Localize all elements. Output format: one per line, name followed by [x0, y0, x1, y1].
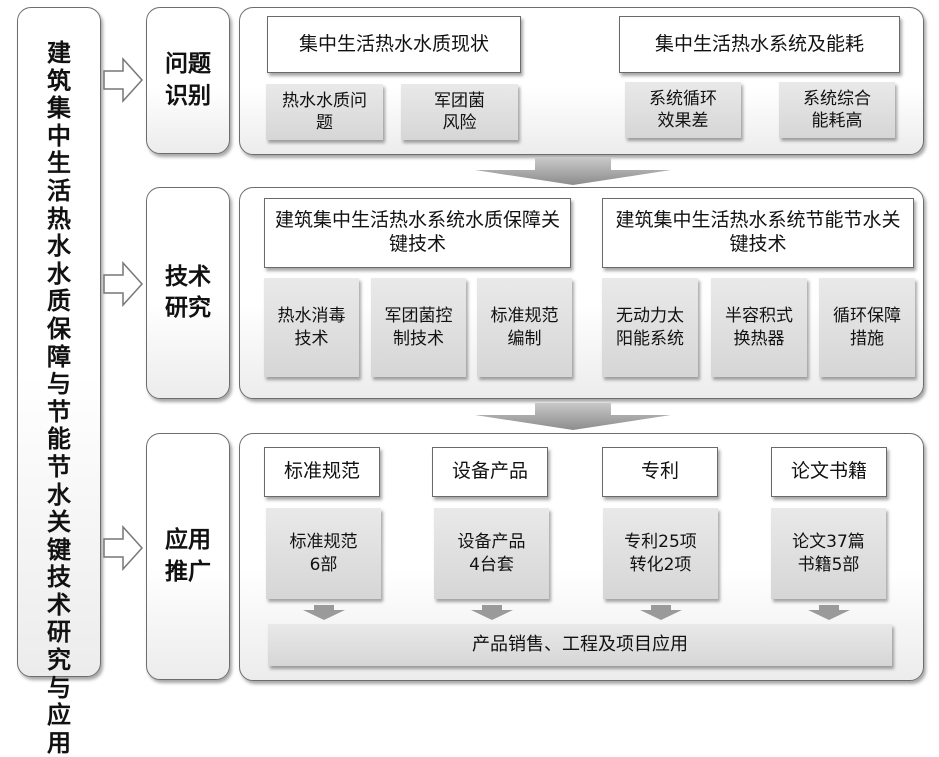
- problem-item: 系统循环 效果差: [625, 82, 741, 138]
- research-item: 标准规范 编制: [477, 278, 572, 377]
- application-header: 论文书籍: [771, 447, 887, 497]
- research-item: 军团菌控 制技术: [371, 278, 466, 377]
- research-item: 半容积式 换热器: [711, 278, 807, 377]
- arrow-right-2: [103, 261, 144, 307]
- problem-item: 热水水质问 题: [266, 84, 383, 140]
- application-header: 专利: [602, 447, 718, 497]
- research-item: 循环保障 措施: [819, 278, 915, 377]
- problem-right-header: 集中生活热水系统及能耗: [619, 16, 900, 73]
- stage-research-label: 技术 研究: [165, 263, 211, 321]
- small-down-arrow: [471, 605, 513, 620]
- research-item: 无动力太 阳能系统: [602, 278, 698, 377]
- arrow-right-1: [103, 57, 144, 103]
- main-title-panel: [17, 7, 101, 677]
- stage-research-panel: [146, 187, 230, 399]
- problem-left-header: 集中生活热水水质现状: [267, 16, 521, 73]
- small-down-arrow: [303, 605, 345, 620]
- problem-item: 军团菌 风险: [401, 84, 518, 140]
- small-down-arrow: [640, 605, 682, 620]
- application-header: 设备产品: [432, 447, 548, 497]
- application-bottom-bar: 产品销售、工程及项目应用: [268, 624, 892, 666]
- stage-problem-panel: [146, 7, 230, 154]
- application-detail: 设备产品 4台套: [434, 508, 549, 599]
- research-right-header: 建筑集中生活热水系统节能节水关键技术: [602, 198, 914, 268]
- down-arrow-1: [475, 158, 671, 185]
- research-item: 热水消毒 技术: [264, 278, 359, 377]
- application-detail: 标准规范 6部: [266, 508, 381, 599]
- stage-application-panel: [146, 433, 230, 680]
- arrow-right-3: [103, 525, 144, 571]
- stage-application-label: 应用 推广: [165, 527, 211, 585]
- application-detail: 论文37篇 书籍5部: [771, 508, 886, 599]
- application-header: 标准规范: [264, 447, 380, 497]
- stage-problem-label: 问题 识别: [165, 51, 211, 109]
- application-detail: 专利25项 转化2项: [603, 508, 718, 599]
- down-arrow-2: [475, 403, 671, 430]
- problem-item: 系统综合 能耗高: [779, 82, 895, 138]
- main-title: 建筑集中生活热水水质保障与节能节水关键技术研究与应用: [47, 39, 71, 757]
- research-left-header: 建筑集中生活热水系统水质保障关键技术: [264, 198, 571, 268]
- small-down-arrow: [808, 605, 850, 620]
